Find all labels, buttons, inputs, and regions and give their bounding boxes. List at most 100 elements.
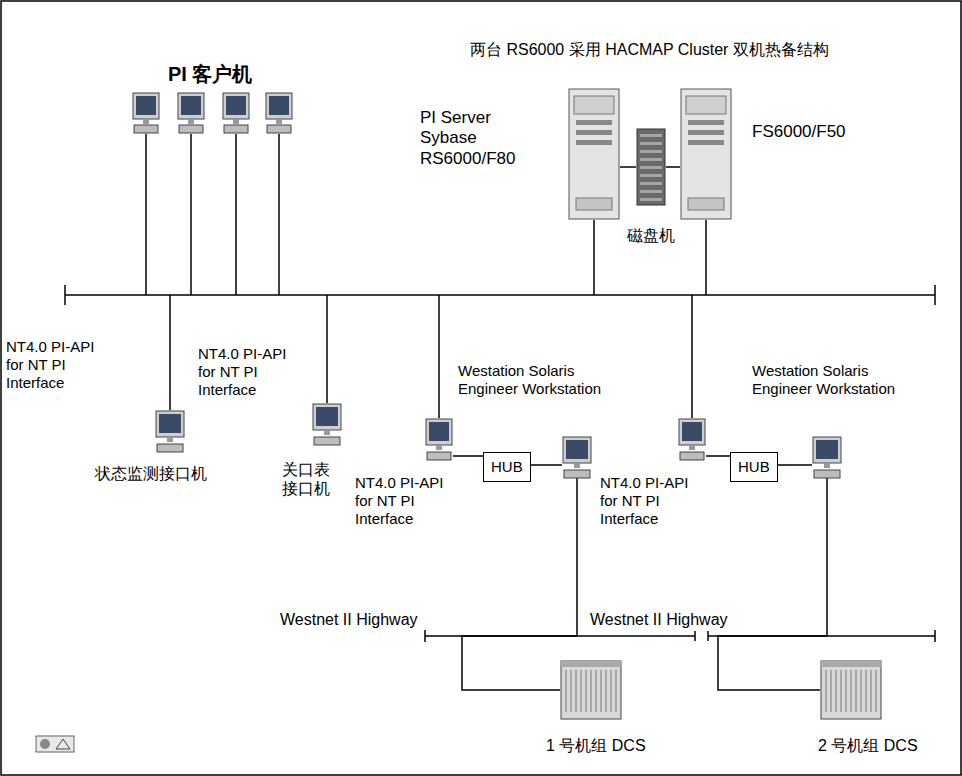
monitor <box>313 404 341 430</box>
cabinet-stripe <box>861 670 862 712</box>
tower-case <box>681 89 731 219</box>
interface-computer: NT4.0 PI-API for NT PI Interface关口表 接口机 <box>312 403 342 445</box>
base <box>680 452 704 460</box>
tower-icon <box>568 88 620 220</box>
screen <box>316 407 338 426</box>
cabinet-stripe <box>606 670 607 712</box>
pc-icon <box>312 403 342 445</box>
network-link <box>666 166 680 168</box>
stand <box>689 445 695 450</box>
base <box>564 470 590 478</box>
cabinet-top <box>561 661 621 667</box>
cabinet-stripe <box>871 670 872 712</box>
tower-panel <box>574 96 614 114</box>
network-link <box>453 455 483 457</box>
stand <box>143 119 149 124</box>
node-label: NT4.0 PI-API for NT PI Interface <box>6 338 106 392</box>
screen <box>682 422 702 441</box>
node-label: FS6000/F50 <box>752 122 846 142</box>
node-label: NT4.0 PI-API for NT PI Interface <box>355 474 455 528</box>
title-note: 两台 RS6000 采用 HACMAP Cluster 双机热备结构 <box>470 40 829 59</box>
stand <box>436 445 442 450</box>
base <box>224 125 248 133</box>
monitor <box>426 419 452 445</box>
stand <box>188 119 194 124</box>
cabinet-stripe <box>611 670 612 712</box>
server-node: PI Server Sybase RS6000/F80 <box>568 88 620 220</box>
cabinet-stripe <box>856 670 857 712</box>
dcs-cabinet: 1 号机组 DCS <box>560 660 622 720</box>
node-label: PI Server Sybase RS6000/F80 <box>420 108 530 169</box>
cabinet-stripe <box>596 670 597 712</box>
hub-box: HUB <box>483 452 531 482</box>
workstation-computer: Westation Solaris Engineer Workstation <box>812 436 842 478</box>
client-computer <box>223 93 249 133</box>
monitor <box>813 437 841 463</box>
pc-icon <box>678 418 706 460</box>
cabinet-stripe <box>846 670 847 712</box>
base <box>267 125 291 133</box>
node-label: 1 号机组 DCS <box>546 736 646 755</box>
node-label: 磁盘机 <box>606 226 696 245</box>
stand <box>233 119 239 124</box>
group-label: PI 客户机 <box>168 62 252 86</box>
server-node: FS6000/F50 <box>680 88 732 220</box>
bus-drop <box>169 295 171 410</box>
disk-slot <box>640 134 662 137</box>
tower-case <box>569 89 619 219</box>
interface-computer: NT4.0 PI-API for NT PI Interface状态监测接口机 <box>155 410 185 452</box>
stand <box>824 463 830 468</box>
rack-icon <box>560 660 622 720</box>
pc-icon <box>812 436 842 478</box>
tower-foot <box>688 198 724 210</box>
dcs-cabinet: 2 号机组 DCS <box>820 660 882 720</box>
client-computer <box>178 93 204 133</box>
base <box>179 125 203 133</box>
disk-slot <box>640 158 662 161</box>
corner-icon <box>36 736 74 752</box>
interface-computer: NT4.0 PI-API for NT PI Interface <box>678 418 706 460</box>
highway-label: Westnet II Highway <box>590 610 728 629</box>
client-computer <box>266 93 292 133</box>
bus-drop <box>145 134 147 295</box>
node-label: 状态监测接口机 <box>95 464 207 483</box>
bus-end <box>64 285 66 305</box>
tower-icon <box>680 88 732 220</box>
drive-slot <box>688 130 724 135</box>
disk-case <box>637 129 665 205</box>
cabinet-case <box>561 661 621 719</box>
disk-slot <box>640 182 662 185</box>
pc-icon <box>155 410 185 452</box>
node-label: NT4.0 PI-API for NT PI Interface <box>600 474 700 528</box>
highway-break <box>694 631 696 641</box>
bus-drop <box>235 134 237 295</box>
cabinet-stripe <box>841 670 842 712</box>
monitor <box>679 419 705 445</box>
highway-end <box>424 630 426 642</box>
screen <box>159 414 181 433</box>
base <box>427 452 451 460</box>
monitor <box>223 93 249 119</box>
bus-drop <box>326 295 328 403</box>
disk-slot <box>640 166 662 169</box>
node-label: Westation Solaris Engineer Workstation <box>752 362 902 398</box>
tower-panel <box>686 96 726 114</box>
cabinet-stripe <box>576 670 577 712</box>
drive-slot <box>688 140 724 145</box>
disk-slot <box>640 190 662 193</box>
cabinet-stripe <box>836 670 837 712</box>
monitor <box>133 93 159 119</box>
monitor <box>563 437 591 463</box>
hub-box: HUB <box>730 452 778 482</box>
disk-slot <box>640 198 662 201</box>
bus-drop <box>438 295 440 418</box>
cabinet-top <box>821 661 881 667</box>
monitor <box>266 93 292 119</box>
stand <box>574 463 580 468</box>
node-label: 2 号机组 DCS <box>818 736 918 755</box>
stand <box>324 430 330 435</box>
node-label: 关口表 接口机 <box>282 460 337 498</box>
cabinet-stripe <box>591 670 592 712</box>
